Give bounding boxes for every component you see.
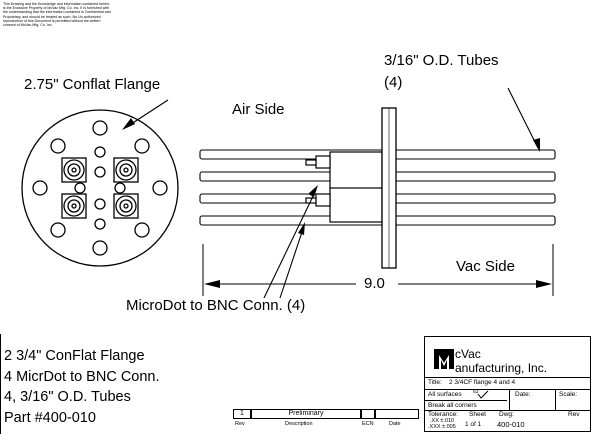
confidentiality-notice: This Drawing and the Knowledge and infor… xyxy=(3,2,111,28)
tolerance-label: Tolerance: xyxy=(428,411,458,418)
sheet-label: Sheet xyxy=(469,411,486,418)
revision-ecn-cell xyxy=(361,409,375,419)
dwg-value: 400-010 xyxy=(497,420,525,429)
rev-label: Rev xyxy=(568,411,580,418)
revision-description: Preliminary xyxy=(251,409,361,419)
finish-check-icon xyxy=(477,390,489,399)
leader-lines xyxy=(127,87,539,299)
bnc-connector-1 xyxy=(61,157,87,183)
note-line: 4 MicrDot to BNC Conn. xyxy=(4,368,160,385)
note-line: Part #400-010 xyxy=(4,409,96,426)
surface-finish: 63 xyxy=(473,389,479,395)
bnc-connector-4 xyxy=(113,193,139,219)
surface-note: All surfaces xyxy=(428,391,462,398)
revision-date-cell xyxy=(375,409,419,419)
arrow-connector-1 xyxy=(308,185,318,197)
arrow-flange xyxy=(122,118,135,130)
label-connector: MicroDot to BNC Conn. (4) xyxy=(126,297,306,314)
company-name-line2: anufacturing, Inc. xyxy=(455,361,548,375)
break-corners-note: Break all corners xyxy=(428,402,477,409)
title-label: Title: xyxy=(428,379,442,386)
label-tubes-count: (4) xyxy=(384,74,403,91)
flange-front-view xyxy=(21,109,179,267)
label-tubes: 3/16" O.D. Tubes xyxy=(384,52,499,69)
note-line: 2 3/4" ConFlat Flange xyxy=(4,348,145,364)
bnc-connector-2 xyxy=(113,157,139,183)
arrow-tubes xyxy=(533,138,540,152)
label-vac-side: Vac Side xyxy=(456,258,515,275)
sheet-value: 1 of 1 xyxy=(465,421,482,428)
arrow-dim-right xyxy=(536,280,552,288)
bnc-connector-3 xyxy=(61,193,87,219)
note-line: 4, 3/16" O.D. Tubes xyxy=(4,389,131,405)
title-value: 2 3/4CF flange 4 and 4 xyxy=(449,379,516,386)
revision-block: 1 Preliminary Rev Description ECN Date xyxy=(233,409,419,430)
dimension-value: 9.0 xyxy=(364,275,385,292)
date-label: Date: xyxy=(515,391,531,398)
label-air-side: Air Side xyxy=(232,101,285,118)
company-name-line1: cVac xyxy=(455,347,481,361)
dwg-label: Dwg: xyxy=(499,411,514,418)
revision-number: 1 xyxy=(233,409,251,419)
date-header: Date xyxy=(389,421,401,427)
description-header: Description xyxy=(285,421,313,427)
company-logo xyxy=(434,349,454,369)
connector-bodies-side xyxy=(305,151,383,223)
tolerance-xx: .XX ±.010 xyxy=(430,418,455,424)
scale-label: Scale: xyxy=(559,391,578,398)
arrow-dim-left xyxy=(204,280,220,288)
title-block: cVac anufacturing, Inc. Title: 2 3/4CF f… xyxy=(424,336,591,432)
part-notes: 2 3/4" ConFlat Flange 4 MicrDot to BNC C… xyxy=(4,346,160,428)
tolerance-xxx: .XXX ±.005 xyxy=(428,424,456,430)
dimension-line xyxy=(202,244,554,296)
label-flange: 2.75" Conflat Flange xyxy=(24,76,161,93)
rev-header: Rev xyxy=(235,421,245,427)
arrow-connector-2 xyxy=(298,222,305,235)
ecn-header: ECN xyxy=(362,421,374,427)
